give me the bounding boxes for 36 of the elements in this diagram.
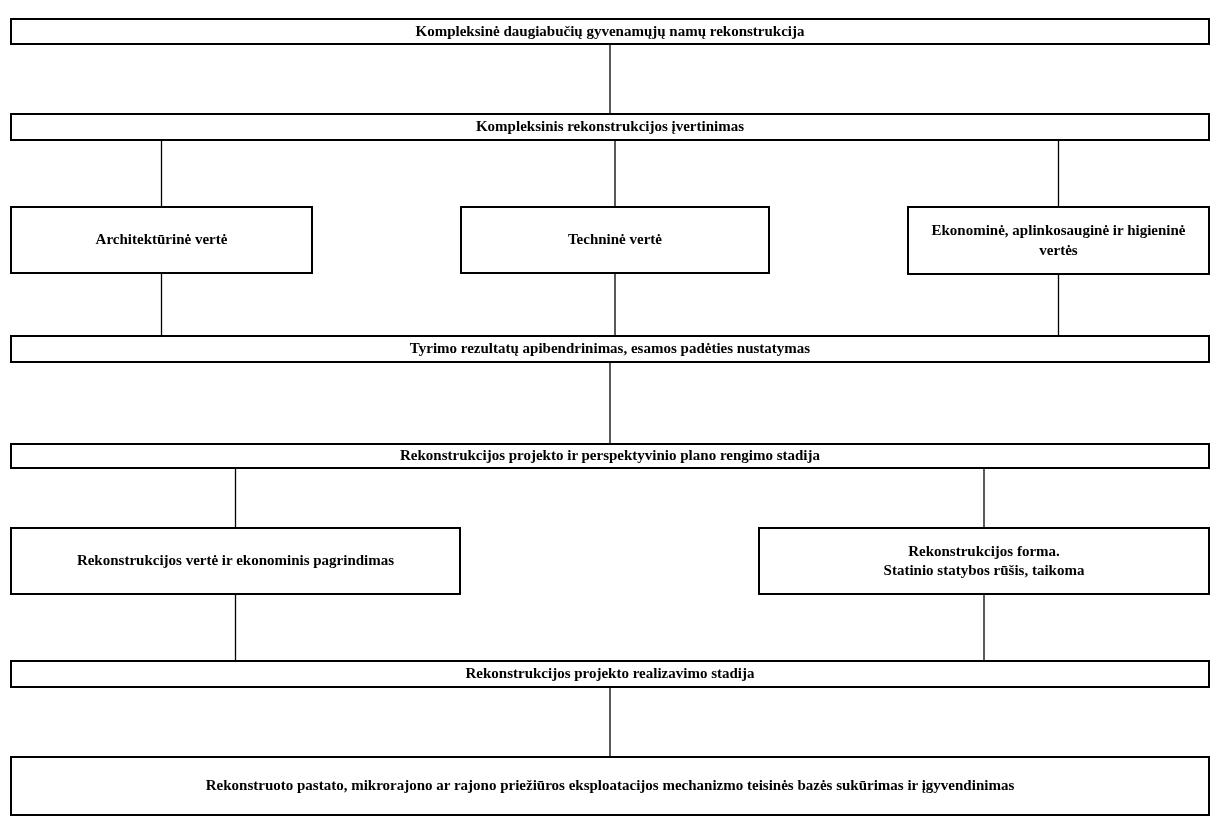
box-text: Kompleksinis rekonstrukcijos įvertinimas: [475, 117, 745, 137]
process-box: [10, 206, 313, 274]
process-box: [10, 756, 1210, 816]
box-text: Rekonstrukcijos vertė ir ekonominis pagrindimas: [76, 551, 395, 571]
box-text: Rekonstruoto pastato, mikrorajono ar rajono priežiūros eksploatacijos mechanizmo teisinės bazės sukūrimas ir įgyvendinimas: [205, 776, 1015, 796]
process-box: [460, 206, 770, 274]
process-box: [907, 206, 1210, 275]
box-text: Kompleksinė daugiabučių gyvenamųjų namų rekonstrukcija: [415, 21, 805, 41]
connector-line: [234, 594, 237, 661]
connector-line: [983, 468, 985, 528]
process-box: [758, 527, 1210, 595]
connector-line: [983, 594, 985, 661]
connector-line: [1057, 274, 1060, 336]
connector-line: [609, 362, 611, 444]
connector-line: [614, 273, 616, 336]
connector-line: [160, 273, 163, 336]
connector-line: [1057, 140, 1060, 207]
box-text: Architektūrinė vertė: [95, 230, 228, 250]
connector-line: [609, 44, 611, 114]
box-text: Ekonominė, aplinkosauginė ir higieninė vertės: [930, 221, 1187, 260]
connector-line: [609, 687, 611, 757]
process-box: [10, 18, 1210, 45]
process-box: [10, 113, 1210, 141]
box-text: Techninė vertė: [568, 230, 662, 250]
box-text: Rekonstrukcijos forma.: [908, 541, 1060, 561]
process-box: [10, 527, 461, 595]
connector-line: [614, 140, 616, 207]
box-text: Rekonstrukcijos projekto ir perspektyvinio plano rengimo stadija: [400, 446, 820, 466]
connector-line: [160, 140, 163, 207]
process-box: [10, 660, 1210, 688]
box-text: Rekonstrukcijos projekto realizavimo stadija: [465, 664, 755, 684]
process-box: [10, 443, 1210, 469]
process-box: [10, 335, 1210, 363]
box-text: Statinio statybos rūšis, taikoma: [883, 561, 1085, 580]
connector-line: [234, 468, 237, 528]
box-text: Tyrimo rezultatų apibendrinimas, esamos padėties nustatymas: [409, 339, 811, 359]
